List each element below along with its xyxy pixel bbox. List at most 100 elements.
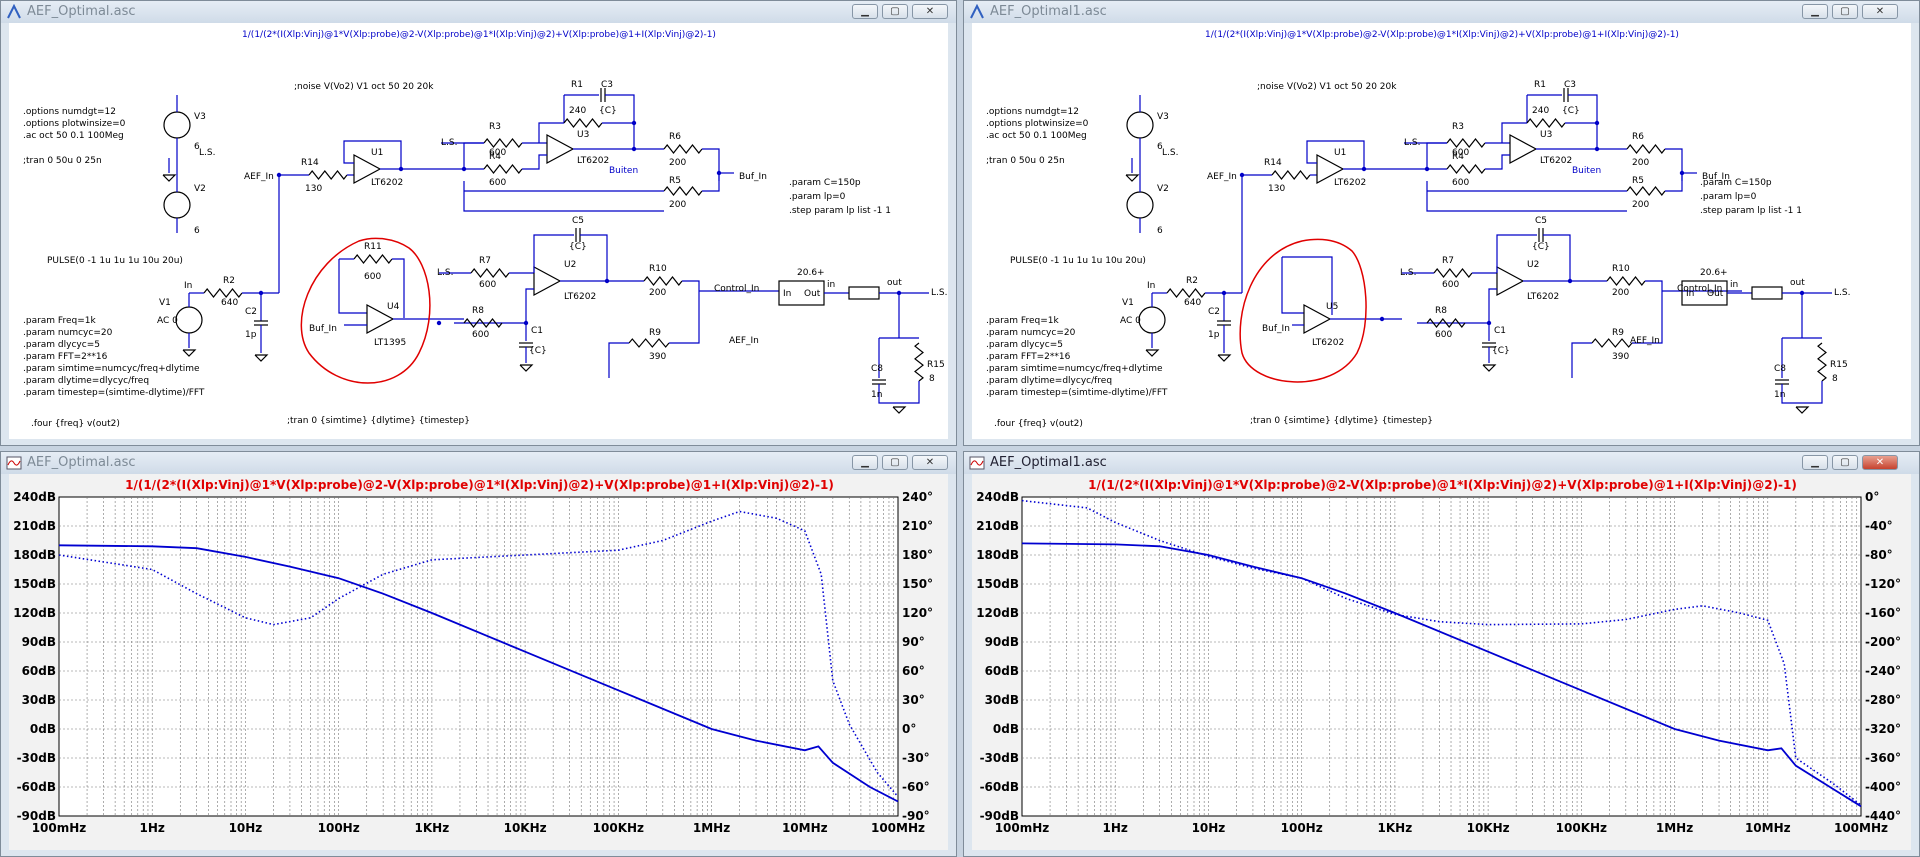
title-bar[interactable]: AEF_Optimal1.asc ▁ ▢ ✕	[964, 452, 1919, 474]
label: 200	[669, 158, 686, 168]
probe-block	[848, 286, 880, 300]
options-directive: .options numdgt=12	[986, 107, 1079, 117]
wire	[1571, 342, 1592, 378]
minimize-button[interactable]: ▁	[1802, 4, 1828, 19]
y-tick-label: 30dB	[985, 693, 1019, 707]
x-tick-label: 10KHz	[1467, 821, 1510, 835]
label: R2	[1186, 276, 1198, 286]
plot-area	[1021, 496, 1862, 817]
v2-source	[1126, 191, 1154, 219]
schematic-window-1[interactable]: AEF_Optimal.asc ▁ ▢ ✕ 1/(1/(2*(I(Xlp:Vin…	[0, 0, 957, 446]
label: In	[1147, 281, 1155, 291]
label: LT6202	[1540, 156, 1572, 166]
y2-tick-label: 90°	[902, 635, 925, 649]
window-title: AEF_Optimal1.asc	[990, 455, 1107, 470]
wire	[702, 148, 720, 181]
wire	[1426, 142, 1447, 169]
label: AEF_In	[1207, 172, 1237, 182]
r8-resistor	[463, 318, 503, 328]
close-button[interactable]: ✕	[1862, 4, 1898, 19]
minimize-button[interactable]: ▁	[852, 455, 878, 470]
label: {C}	[599, 106, 617, 116]
close-button[interactable]: ✕	[912, 455, 948, 470]
title-bar[interactable]: AEF_Optimal.asc ▁ ▢ ✕	[1, 452, 956, 474]
magnitude-trace	[1021, 542, 1862, 808]
param-directive: .param dlytime=dlycyc/freq	[23, 376, 149, 386]
y-tick-label: -30dB	[17, 751, 56, 765]
label: L.S.	[1400, 268, 1416, 278]
wire	[463, 142, 484, 169]
ground-symbol	[182, 349, 197, 357]
v3-source	[163, 111, 191, 139]
schematic-canvas[interactable]: 1/(1/(2*(I(Xlp:Vinj)@1*V(Xlp:probe)@2-V(…	[972, 23, 1911, 439]
x-tick-label: 100mHz	[32, 821, 87, 835]
aef-in-label: AEF_In	[729, 336, 759, 346]
close-button[interactable]: ✕	[1862, 455, 1898, 470]
schematic-window-2[interactable]: AEF_Optimal1.asc ▁ ▢ ✕ 1/(1/(2*(I(Xlp:Vi…	[963, 0, 1920, 446]
wire	[1282, 256, 1333, 315]
label: 1p	[245, 330, 257, 340]
label: In	[783, 289, 791, 299]
wire	[522, 154, 547, 170]
wire	[669, 280, 700, 344]
ground-symbol	[892, 406, 907, 414]
param-directive: .param C=150p	[1700, 178, 1772, 188]
u3-opamp	[546, 133, 575, 165]
r7-resistor	[1433, 268, 1473, 278]
x-tick-label: 10KHz	[504, 821, 547, 835]
param-directive: .param dlytime=dlycyc/freq	[986, 376, 1112, 386]
maximize-button[interactable]: ▢	[1832, 455, 1858, 470]
y-tick-label: -90dB	[17, 809, 56, 823]
u2-opamp	[1496, 265, 1525, 297]
y2-tick-label: -40°	[1865, 519, 1893, 533]
y2-tick-label: 150°	[902, 577, 933, 591]
minimize-button[interactable]: ▁	[852, 4, 878, 19]
r6-resistor	[1626, 144, 1666, 154]
schematic-canvas[interactable]: 1/(1/(2*(I(Xlp:Vinj)@1*V(Xlp:probe)@2-V(…	[9, 23, 948, 439]
pulse-spec: PULSE(0 -1 1u 1u 1u 10u 20u)	[1010, 256, 1146, 266]
y-tick-label: 90dB	[985, 635, 1019, 649]
y2-tick-label: -360°	[1865, 751, 1901, 765]
y2-tick-label: 210°	[902, 519, 933, 533]
y2-tick-label: 120°	[902, 606, 933, 620]
maximize-button[interactable]: ▢	[882, 4, 908, 19]
title-bar[interactable]: AEF_Optimal1.asc ▁ ▢ ✕	[964, 1, 1919, 23]
label: L.S.	[931, 288, 947, 298]
junction	[461, 166, 467, 172]
junction	[631, 146, 637, 152]
r8-resistor	[1426, 318, 1466, 328]
options-directive: .options plotwinsize=0	[986, 119, 1089, 129]
label: 600	[1452, 148, 1469, 158]
r10-resistor	[643, 276, 683, 286]
ground-symbol	[519, 364, 534, 372]
label: R1	[1534, 80, 1546, 90]
label: 130	[305, 184, 322, 194]
label: LT6202	[371, 178, 403, 188]
title-bar[interactable]: AEF_Optimal.asc ▁ ▢ ✕	[1, 1, 956, 23]
minimize-button[interactable]: ▁	[1802, 455, 1828, 470]
y2-tick-label: 240°	[902, 490, 933, 504]
schematic-drawing-2: 1/(1/(2*(I(Xlp:Vinj)@1*V(Xlp:probe)@2-V(…	[986, 30, 1850, 429]
maximize-button[interactable]: ▢	[882, 455, 908, 470]
close-button[interactable]: ✕	[912, 4, 948, 19]
y2-tick-label: 30°	[902, 693, 925, 707]
window-title: AEF_Optimal.asc	[27, 4, 136, 19]
phase-trace	[1021, 499, 1862, 806]
label: C1	[531, 326, 543, 336]
label: 600	[1452, 178, 1469, 188]
maximize-button[interactable]: ▢	[1832, 4, 1858, 19]
label: 1n	[1774, 390, 1785, 400]
r14-resistor	[1271, 170, 1311, 180]
wires	[162, 88, 929, 414]
label: 240	[569, 106, 586, 116]
wire	[605, 94, 635, 149]
header-expression: 1/(1/(2*(I(Xlp:Vinj)@1*V(Xlp:probe)@2-V(…	[1205, 30, 1679, 40]
ac-spec: AC 0	[1120, 316, 1141, 326]
r2-resistor	[1166, 288, 1206, 298]
r1-resistor	[563, 118, 603, 128]
